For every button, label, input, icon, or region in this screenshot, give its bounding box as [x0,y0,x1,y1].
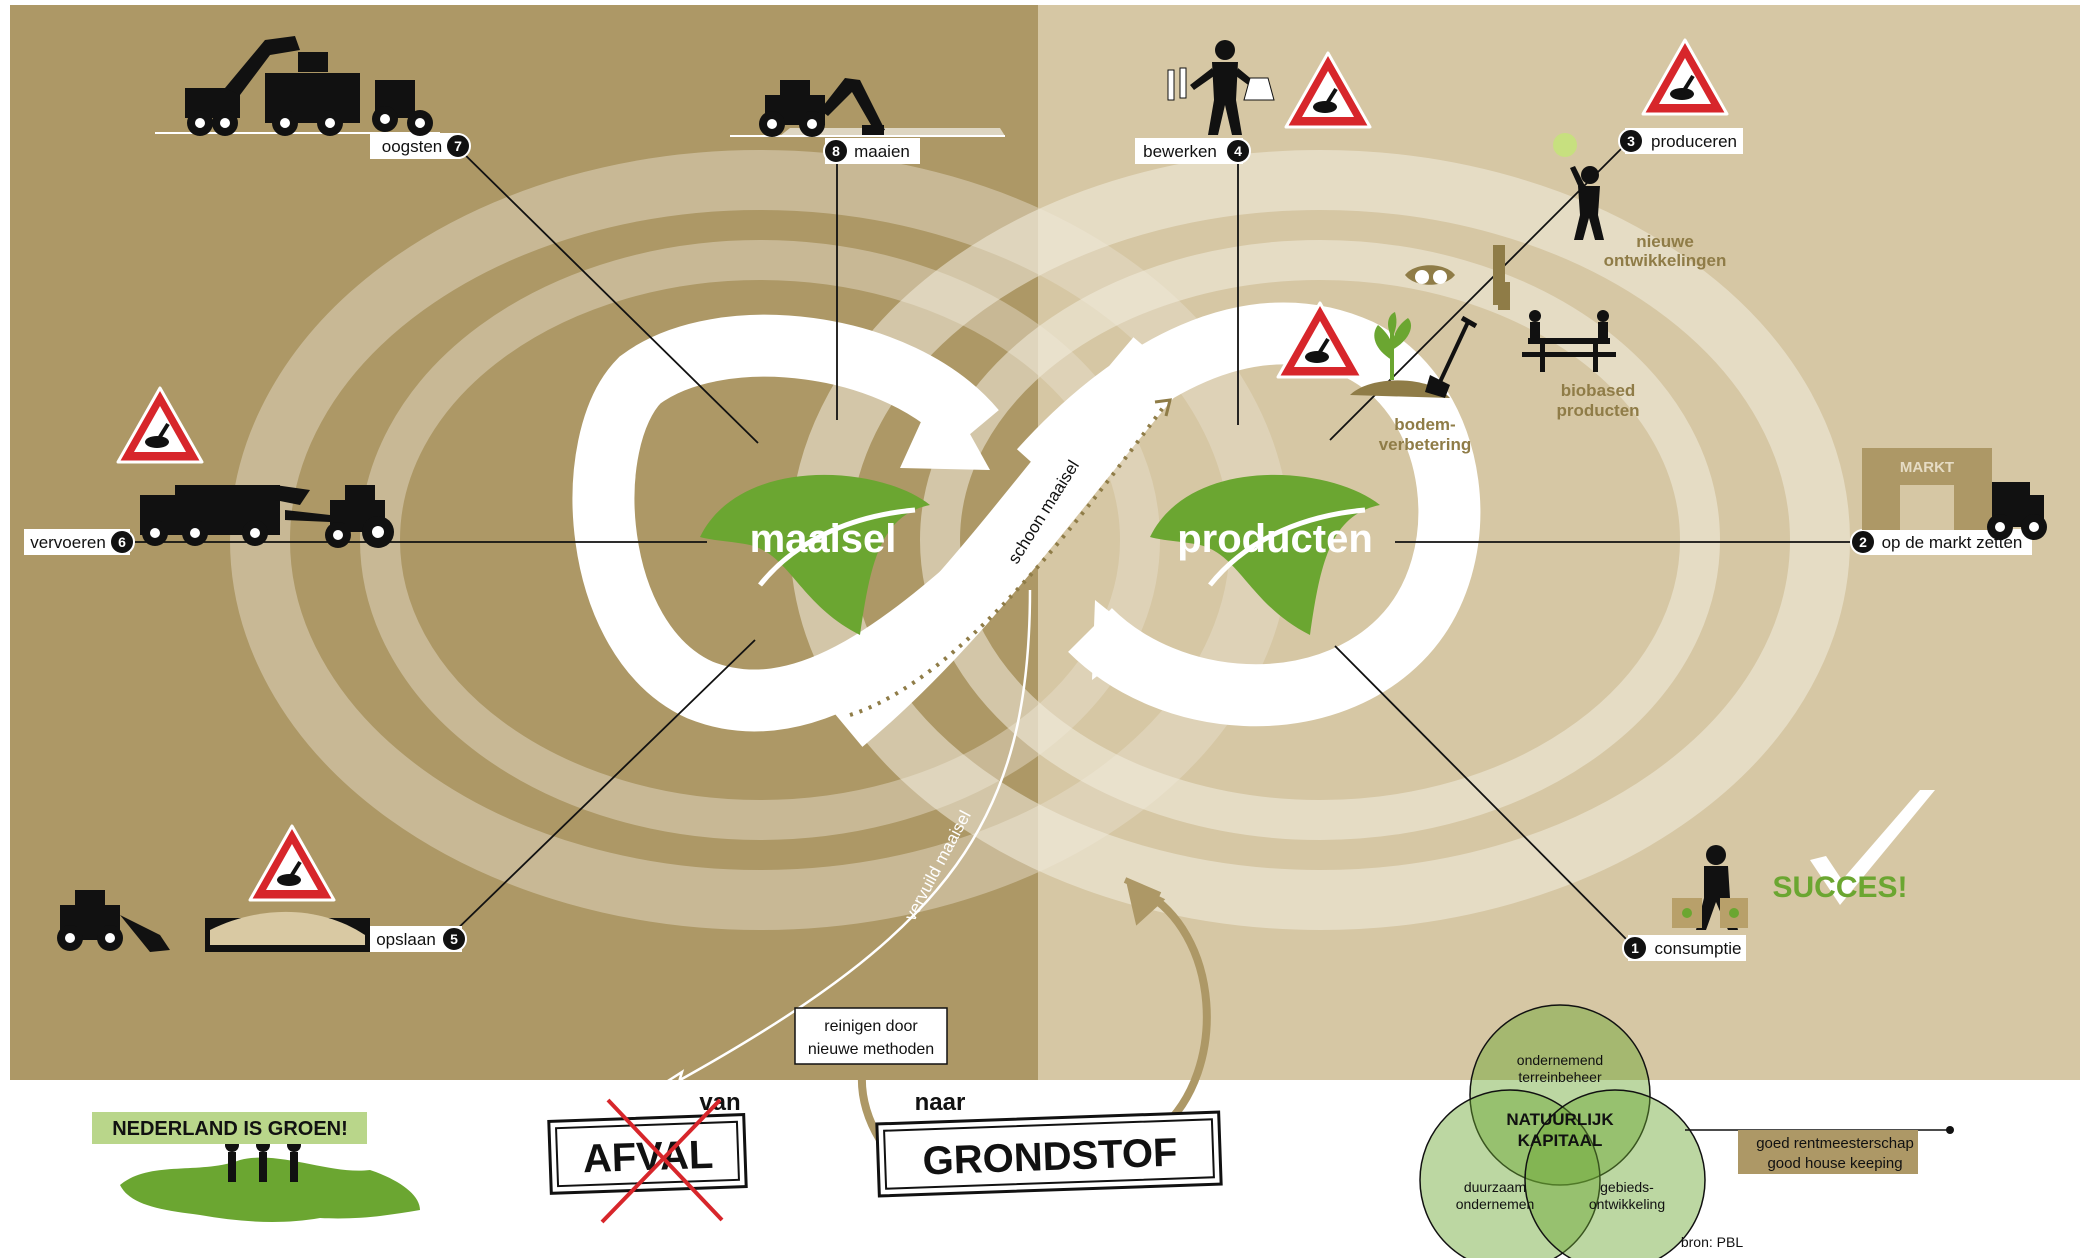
venn-diagram [1419,1004,1706,1258]
venn-tag-line1: goed rentmeesterschap [1756,1135,1914,1152]
step-produceren-num: 3 [1627,133,1635,149]
venn-right-line2: ontwikkeling [1589,1196,1665,1212]
polluted-flow-line [679,589,1032,1082]
cross-out-icon [600,1098,724,1224]
biobased-line1: biobased [1561,381,1636,400]
step-bewerken-num: 4 [1234,143,1242,159]
new-developments-line1: nieuwe [1636,232,1694,251]
soil-improvement-line2: verbetering [1379,435,1472,454]
netherlands-map-icon [120,1138,420,1222]
step-maaien-label: maaien [854,142,910,161]
new-developments-line2: ontwikkelingen [1604,251,1727,270]
checkmark-icon [1810,790,1935,905]
researcher-icon [1167,40,1275,135]
venn-left-line1: duurzaam [1464,1179,1526,1195]
regeneration-arrowhead [1123,877,1166,926]
step-consumptie-num: 1 [1631,940,1639,956]
step-oogsten: oogsten 7 [370,133,471,159]
venn-tag-line2: good house keeping [1767,1155,1902,1172]
step-maaien-num: 8 [832,143,840,159]
step-produceren-label: produceren [1651,132,1737,151]
step-markt-num: 2 [1859,534,1867,550]
center-label-producten: producten [1177,517,1373,561]
nl-green-banner [92,1112,367,1144]
mower-tractor-icon [730,78,1005,137]
biobased-line2: producten [1556,401,1639,420]
step-markt-label: op de markt zetten [1882,533,2023,552]
clean-flow-dots [849,403,1167,717]
venn-center-line1: NATUURLIJK [1506,1110,1614,1129]
market-truck-icon [1862,448,2047,540]
step-vervoeren: vervoeren 6 [24,529,135,555]
market-label: MARKT [1900,459,1954,476]
venn-right-line1: gebieds- [1600,1179,1654,1195]
success-label: SUCCES! [1772,871,1907,904]
truck-tractor-icon [140,485,394,548]
step-oogsten-label: oogsten [382,137,443,156]
loader-pile-icon [57,890,370,952]
plant-shovel-icon [1350,312,1478,398]
step-consumptie: consumptie 1 [1622,935,1746,961]
consumer-icon [1672,845,1748,930]
infinity-arrowhead-left [900,380,990,470]
infinity-band [572,302,1481,747]
infinity-arrowhead-right [1092,600,1145,680]
venn-left-line2: ondernemen [1456,1196,1535,1212]
source-label: bron: PBL [1681,1234,1743,1250]
venn-center-line2: KAPITAAL [1518,1131,1603,1150]
clean-flow-arrowhead [1154,398,1172,417]
step-maaien: maaien 8 [823,138,920,164]
harvester-icon [155,36,440,136]
resource-label: GRONDSTOF [922,1131,1178,1184]
resource-box-inner [883,1118,1215,1190]
step-consumptie-label: consumptie [1655,939,1742,958]
step-vervoeren-label: vervoeren [30,533,106,552]
polluted-flow-arrowhead [659,1069,685,1093]
step-markt: op de markt zetten 2 [1850,529,2032,555]
step-oogsten-num: 7 [454,138,462,154]
cleaning-line1: reinigen door [824,1018,918,1035]
step-bewerken-label: bewerken [1143,142,1217,161]
venn-tag-box [1738,1130,1918,1174]
resource-box-outer [875,1110,1223,1198]
venn-tag-dot [1946,1126,1954,1134]
picnic-table-icon [1405,245,1616,372]
step-opslaan-label: opslaan [376,930,436,949]
step-bewerken: bewerken 4 [1135,138,1251,164]
step-opslaan-num: 5 [450,931,458,947]
to-label: naar [915,1089,966,1116]
idea-person-icon [1553,133,1604,240]
cleaning-box [794,1007,948,1065]
venn-top-line2: terreinbeheer [1518,1069,1602,1085]
step-vervoeren-num: 6 [118,534,126,550]
waste-box-outer [547,1113,748,1195]
step-produceren: produceren 3 [1618,128,1743,154]
waste-box-inner [555,1120,740,1188]
nl-green-label: NEDERLAND IS GROEN! [112,1118,348,1140]
center-label-maaisel: maaisel [750,517,897,561]
step-opslaan: opslaan 5 [370,926,467,952]
soil-improvement-line1: bodem- [1394,415,1455,434]
venn-top-line1: ondernemend [1517,1052,1603,1068]
cleaning-line2: nieuwe methoden [808,1041,934,1058]
